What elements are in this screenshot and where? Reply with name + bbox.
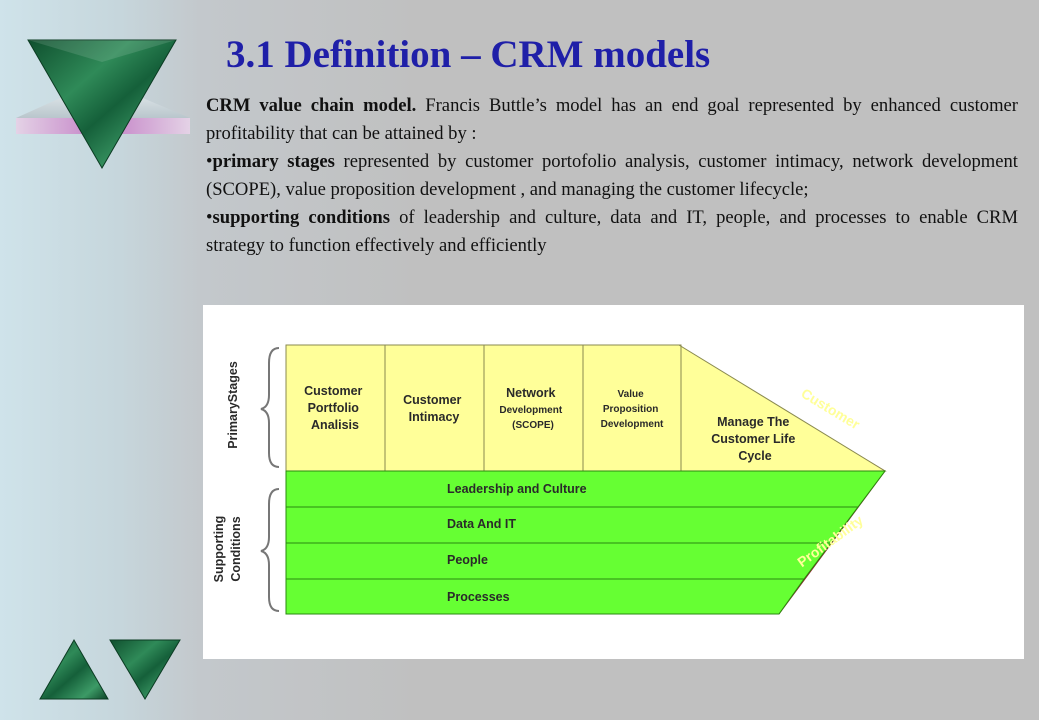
bullet-marker: • [206,151,213,172]
intro-heading: CRM value chain model. [206,95,417,116]
stage-3-line-1: Network [506,386,555,400]
bar-4-label: Processes [447,590,510,604]
stage-4-line-2: Proposition [603,404,659,415]
bullet-primary-stages: •primary stages represented by customer … [206,148,1018,204]
bullet-supporting-conditions: •supporting conditions of leadership and… [206,204,1018,260]
stage-5-line-3: Cycle [738,449,771,463]
bullet-marker: • [206,207,213,228]
stage-2-line-1: Customer [403,393,461,407]
stage-5-line-1: Manage The [717,415,789,429]
support-bar-2 [285,506,859,544]
primary-stages-brace [260,347,280,468]
stage-3-label: Network Development (SCOPE) [499,384,566,431]
supporting-label-line-2: Conditions [229,516,243,581]
decorative-sidebar [16,39,190,700]
stage-box-2 [384,344,485,472]
stage-1-line-3: Analisis [311,418,359,432]
supporting-label-line-1: Supporting [212,516,226,583]
stage-box-5 [677,344,887,472]
green-marble-up-triangle-icon [39,638,109,700]
stage-3-line-2: Development [499,405,562,416]
stage-1-label: Customer Portfolio Analisis [304,384,366,432]
crm-value-chain-diagram-panel: PrimaryStages Supporting Conditions Cust… [203,305,1024,659]
support-bar-4 [285,578,805,615]
slide-title: 3.1 Definition – CRM models [226,33,711,76]
bullet-term: supporting conditions [212,207,391,228]
intro-text: Francis Buttle’s model has an end goal r… [206,95,1018,144]
bullet-text: of leadership and culture, data and IT, … [206,207,1018,256]
stage-5-line-2: Customer Life [711,432,795,446]
stage-2-label: Customer Intimacy [403,393,465,424]
support-bar-3 [285,542,832,580]
stage-5-label: Manage The Customer Life Cycle [711,415,799,463]
stage-4-line-1: Value [618,389,645,400]
stage-3-line-3: (SCOPE) [512,420,554,431]
body-text: CRM value chain model. Francis Buttle’s … [206,92,1018,260]
bar-2-label: Data And IT [447,517,516,531]
bullet-text: represented by customer portofolio analy… [206,151,1018,200]
primary-stages-label: PrimaryStages [226,361,240,449]
intro-paragraph: CRM value chain model. Francis Buttle’s … [206,92,1018,148]
bullet-term: primary stages [212,151,335,172]
stage-2-line-2: Intimacy [409,410,460,424]
stage-4-line-3: Development [601,419,664,430]
crm-value-chain-diagram: PrimaryStages Supporting Conditions Cust… [212,344,887,615]
supporting-conditions-brace [260,488,280,612]
bar-1-label: Leadership and Culture [447,482,587,496]
green-marble-inverted-triangle-icon [16,39,190,169]
green-marble-down-triangle-icon [109,639,181,700]
stage-1-line-1: Customer [304,384,362,398]
stage-4-label: Value Proposition Development [601,389,664,430]
bar-3-label: People [447,553,488,567]
stage-1-line-2: Portfolio [308,401,360,415]
